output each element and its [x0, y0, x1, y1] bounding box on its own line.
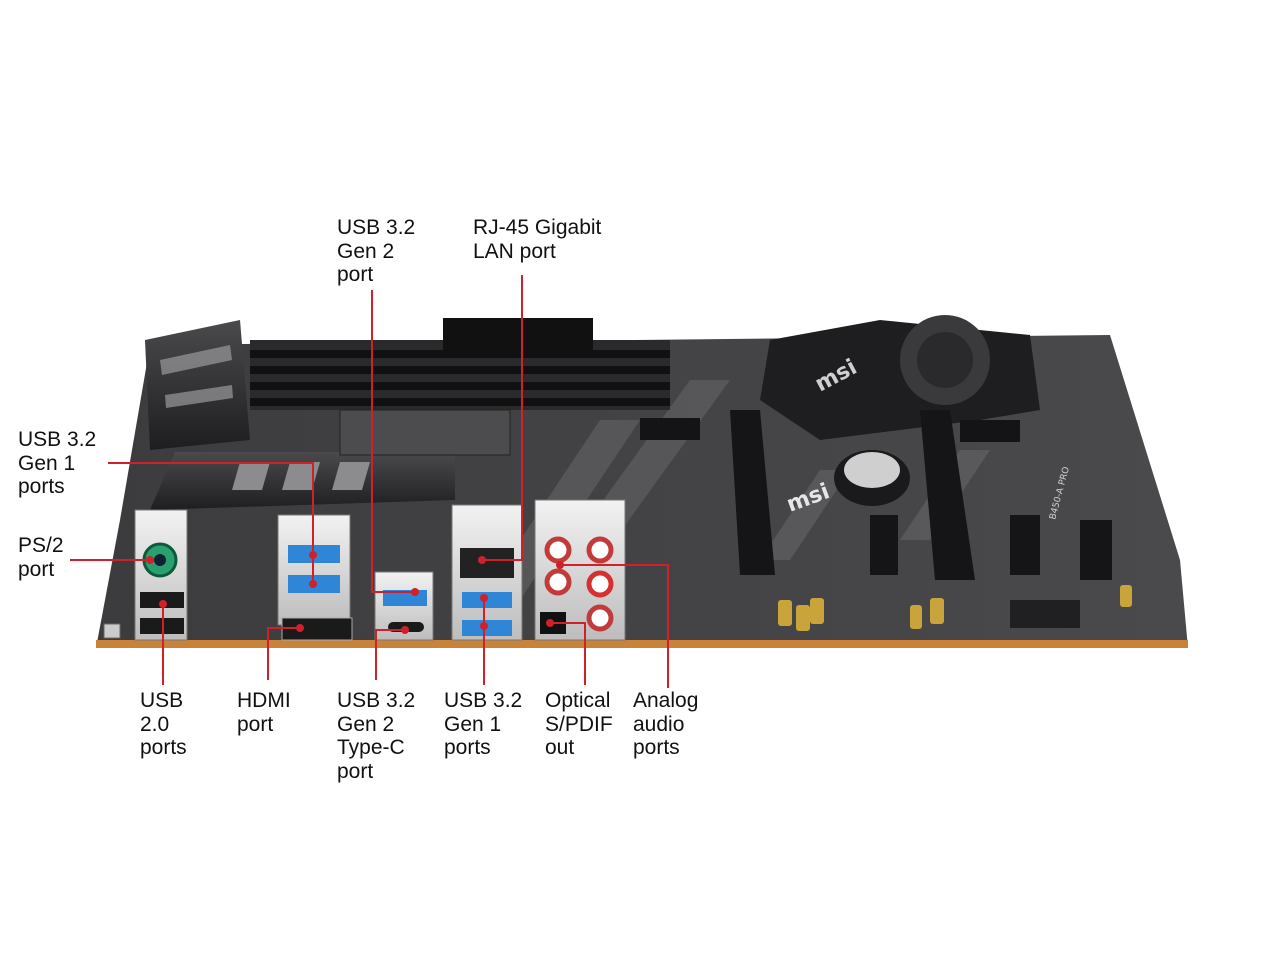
clear-cmos-button [103, 623, 121, 639]
label-optical-spdif-out: Optical S/PDIF out [545, 689, 613, 759]
label-rj45-lan-port: RJ-45 Gigabit LAN port [473, 216, 602, 263]
ps2-usb20-stack [134, 509, 188, 641]
cpu-socket [339, 409, 511, 456]
callout-rj45 [482, 275, 523, 561]
callout-usb32-gen1-left [108, 462, 314, 555]
label-usb20-ports: USB 2.0 ports [140, 689, 187, 759]
callout-typec [375, 629, 405, 680]
label-usb32-gen1-ports-left: USB 3.2 Gen 1 ports [18, 428, 97, 498]
callout-lines [70, 275, 669, 688]
pcie-slots [730, 410, 1112, 580]
atx-power-connector [443, 318, 593, 356]
label-usb32-gen1-ports-bottom: USB 3.2 Gen 1 ports [444, 689, 523, 759]
pcb-edge [96, 640, 1188, 648]
vrm-heatsink-left [145, 320, 250, 450]
callout-optical [550, 622, 586, 685]
audio-stack [534, 499, 626, 641]
callout-analog [560, 564, 669, 688]
label-ps2-port: PS/2 port [18, 534, 64, 581]
io-chip [1010, 600, 1080, 628]
chipset-heatsink: msi [760, 315, 1040, 440]
m2-slot-1 [640, 418, 700, 440]
label-analog-audio-ports: Analog audio ports [633, 689, 699, 759]
label-usb32-gen2-typec-port: USB 3.2 Gen 2 Type-C port [337, 689, 416, 783]
label-hdmi-port: HDMI port [237, 689, 291, 736]
callout-usb32-gen2 [371, 290, 415, 593]
callout-dots [146, 551, 564, 634]
rj45-usb-stack [451, 504, 523, 641]
m2-slot-2 [960, 420, 1020, 442]
label-usb32-gen2-port: USB 3.2 Gen 2 port [337, 216, 416, 286]
audio-capacitors [778, 585, 1132, 631]
callout-hdmi [267, 627, 300, 680]
